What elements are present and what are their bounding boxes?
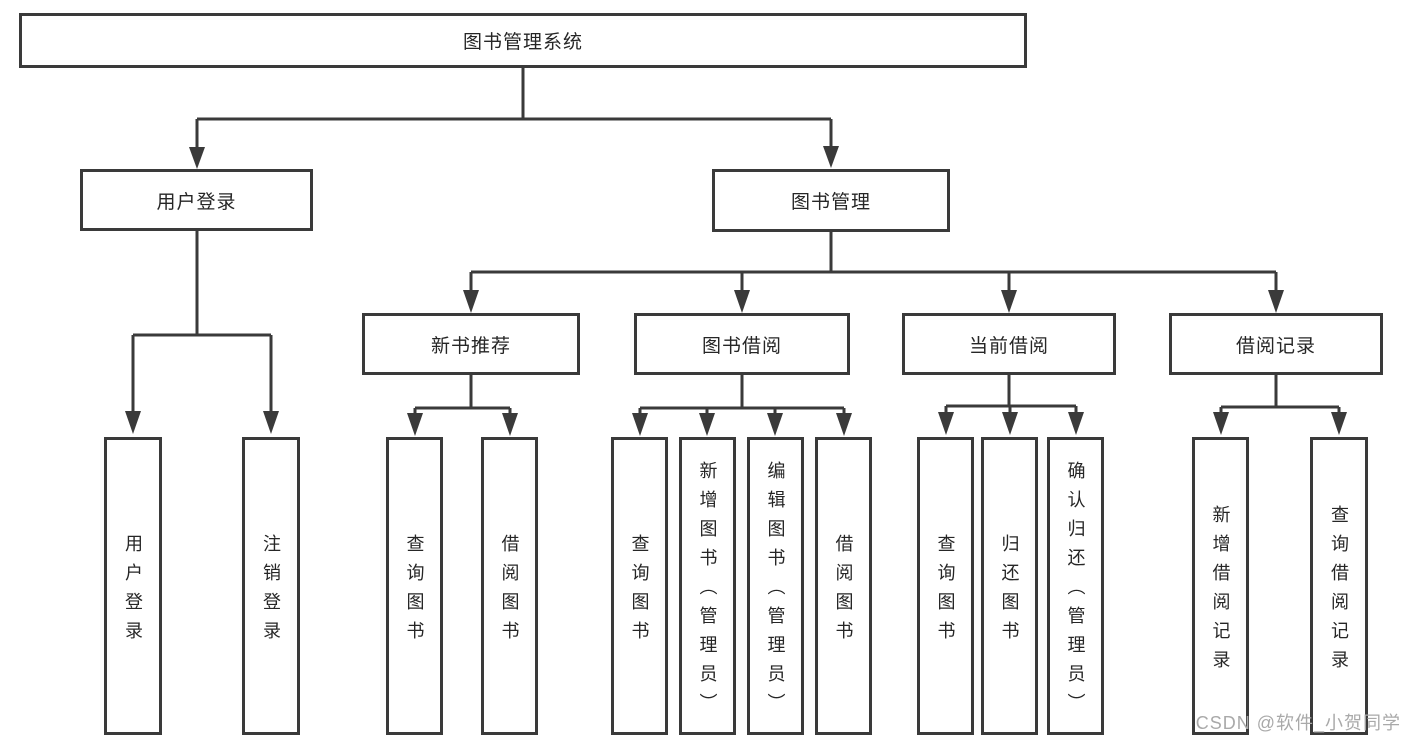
edge-root-to-level2 [189, 68, 839, 169]
node-leaf-borrow-edit-books-admin: 编辑图书（管理员） [747, 437, 804, 735]
node-leaf-borrow-borrow-books: 借阅图书 [815, 437, 872, 735]
node-leaf-user-login: 用户登录 [104, 437, 162, 735]
node-leaf-recommend-borrow-books: 借阅图书 [481, 437, 538, 735]
edge-new-book-rec-to-children [407, 375, 518, 436]
node-label: 查询图书 [935, 533, 956, 650]
node-user-login: 用户登录 [80, 169, 313, 231]
node-book-management: 图书管理 [712, 169, 950, 232]
node-label: 查询图书 [404, 533, 425, 650]
node-label: 新增借阅记录 [1210, 504, 1231, 679]
node-current-borrowing: 当前借阅 [902, 313, 1116, 375]
edge-user-login-to-children [125, 231, 279, 434]
node-label: 用户登录 [156, 191, 237, 213]
edge-book-borrow-to-children [632, 375, 852, 436]
node-label: 图书借阅 [701, 335, 782, 357]
node-new-book-recommend: 新书推荐 [362, 313, 580, 375]
node-label: 当前借阅 [968, 335, 1049, 357]
node-leaf-current-query-books: 查询图书 [917, 437, 974, 735]
node-leaf-records-query-borrow-record: 查询借阅记录 [1310, 437, 1368, 735]
node-library-management-system: 图书管理系统 [19, 13, 1027, 68]
node-book-borrowing: 图书借阅 [634, 313, 850, 375]
node-leaf-records-add-borrow-record: 新增借阅记录 [1192, 437, 1249, 735]
node-leaf-logout: 注销登录 [242, 437, 300, 735]
node-label: 确认归还（管理员） [1065, 461, 1086, 722]
edge-current-borrow-to-children [938, 375, 1084, 435]
node-label: 编辑图书（管理员） [765, 461, 786, 722]
node-label: 归还图书 [999, 533, 1020, 650]
node-leaf-current-return-books: 归还图书 [981, 437, 1038, 735]
node-label: 查询图书 [629, 533, 650, 650]
node-label: 借阅记录 [1235, 335, 1316, 357]
node-label: 图书管理系统 [462, 32, 583, 53]
node-label: 借阅图书 [833, 533, 854, 650]
node-label: 新增图书（管理员） [697, 461, 718, 722]
edge-borrow-records-to-children [1213, 375, 1347, 435]
node-borrowing-records: 借阅记录 [1169, 313, 1383, 375]
node-label: 注销登录 [261, 533, 281, 650]
csdn-watermark: CSDN @软件_小贺同学 [1195, 713, 1401, 733]
node-label: 图书管理 [790, 192, 871, 213]
node-label: 借阅图书 [499, 533, 520, 650]
node-leaf-current-confirm-return-admin: 确认归还（管理员） [1047, 437, 1104, 735]
node-label: 查询借阅记录 [1329, 504, 1349, 679]
node-leaf-borrow-query-books: 查询图书 [611, 437, 668, 735]
edge-book-management-to-level3 [463, 232, 1284, 313]
node-label: 新书推荐 [430, 335, 511, 357]
node-leaf-borrow-add-books-admin: 新增图书（管理员） [679, 437, 736, 735]
node-label: 用户登录 [123, 533, 143, 650]
node-leaf-recommend-query-books: 查询图书 [386, 437, 443, 735]
